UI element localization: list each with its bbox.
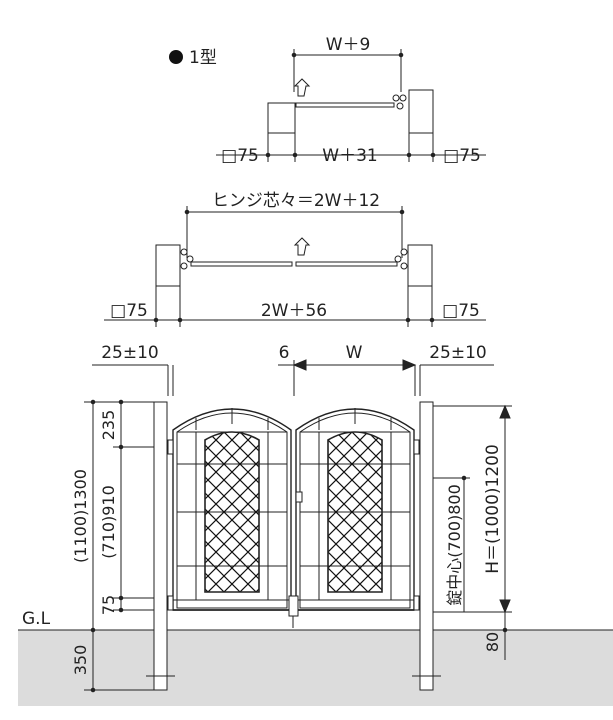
double-between-posts-dimension: 2W＋56	[261, 301, 327, 321]
type-label: 1型	[189, 48, 217, 68]
single-between-posts-dimension: W＋31	[322, 146, 377, 166]
right-gap-dimension: 25±10	[429, 343, 487, 363]
height-dimension: H＝(1000)1200	[483, 444, 503, 574]
total-height-dimension: (1100)1300	[71, 469, 90, 563]
ground-area	[18, 630, 613, 706]
single-gate-plan	[216, 49, 486, 162]
left-gap-dimension: 25±10	[101, 343, 159, 363]
buried-depth-dimension: 350	[71, 645, 90, 676]
single-post-left-size: □75	[221, 146, 259, 166]
gate-elevation	[84, 359, 512, 693]
double-post-right-size: □75	[442, 301, 480, 321]
lock-center-dimension: 錠中心(700)800	[445, 484, 464, 606]
center-gap-dimension: 6	[279, 343, 290, 363]
double-gate-plan	[104, 206, 486, 327]
single-opening-dimension: W＋9	[326, 35, 371, 55]
door-width-dimension: W	[346, 343, 363, 363]
single-post-right-size: □75	[443, 146, 481, 166]
middle-section-dimension: (710)910	[99, 485, 118, 559]
bottom-section-dimension: 75	[99, 595, 118, 615]
double-post-left-size: □75	[110, 301, 148, 321]
bullet-icon	[169, 50, 183, 64]
hinge-center-dimension: ヒンジ芯々＝2W＋12	[212, 191, 380, 211]
ground-label: G.L	[22, 609, 51, 629]
gap-right-dimension: 80	[483, 632, 502, 652]
top-section-dimension: 235	[99, 410, 118, 441]
